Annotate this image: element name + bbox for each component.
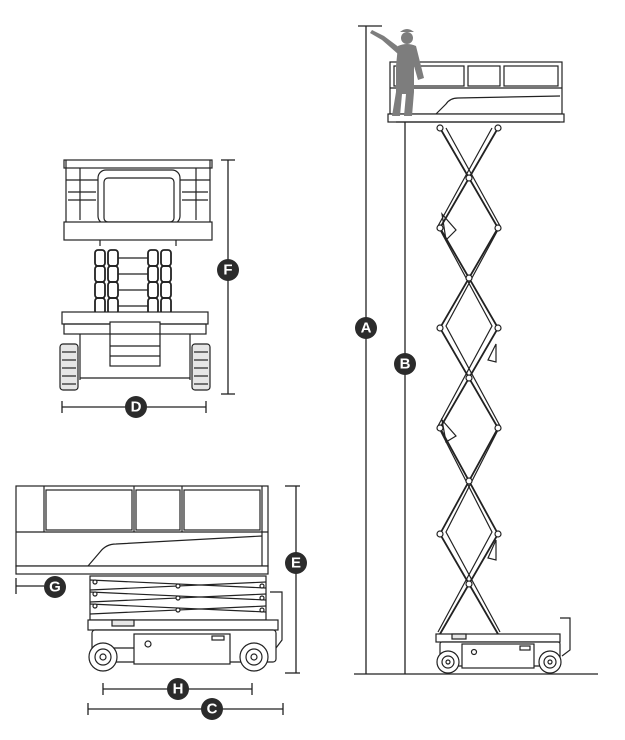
badge-d: D xyxy=(125,396,147,418)
badge-e: E xyxy=(285,552,307,574)
badge-b-label: B xyxy=(400,356,411,373)
front-view xyxy=(59,159,213,391)
dimension-e xyxy=(285,485,300,674)
front-right-wheel xyxy=(191,343,211,391)
badge-e-label: E xyxy=(291,555,301,572)
elevated-rear-wheel xyxy=(436,650,460,674)
badge-h: H xyxy=(167,678,189,700)
front-left-wheel xyxy=(59,343,79,391)
badge-g: G xyxy=(44,576,66,598)
side-view xyxy=(15,485,283,672)
badge-g-label: G xyxy=(49,579,61,596)
dimension-g xyxy=(15,578,44,594)
worker-silhouette xyxy=(370,29,424,116)
side-rear-wheel xyxy=(88,642,118,672)
badge-d-label: D xyxy=(131,399,142,416)
elevated-front-wheel xyxy=(538,650,562,674)
badge-f-label: F xyxy=(223,262,232,279)
badge-a: A xyxy=(355,317,377,339)
badge-f: F xyxy=(217,259,239,281)
badge-c-label: C xyxy=(207,701,218,718)
dimension-a xyxy=(358,25,382,674)
side-scissor-stack xyxy=(89,575,267,621)
elevated-view xyxy=(354,61,598,675)
badge-b: B xyxy=(394,353,416,375)
badge-a-label: A xyxy=(361,320,372,337)
dimension-c xyxy=(87,703,284,715)
badge-c: C xyxy=(201,698,223,720)
elevated-scissor-arms xyxy=(436,124,502,635)
badge-h-label: H xyxy=(173,681,184,698)
side-front-wheel xyxy=(239,642,269,672)
front-scissor-stack xyxy=(94,249,172,323)
